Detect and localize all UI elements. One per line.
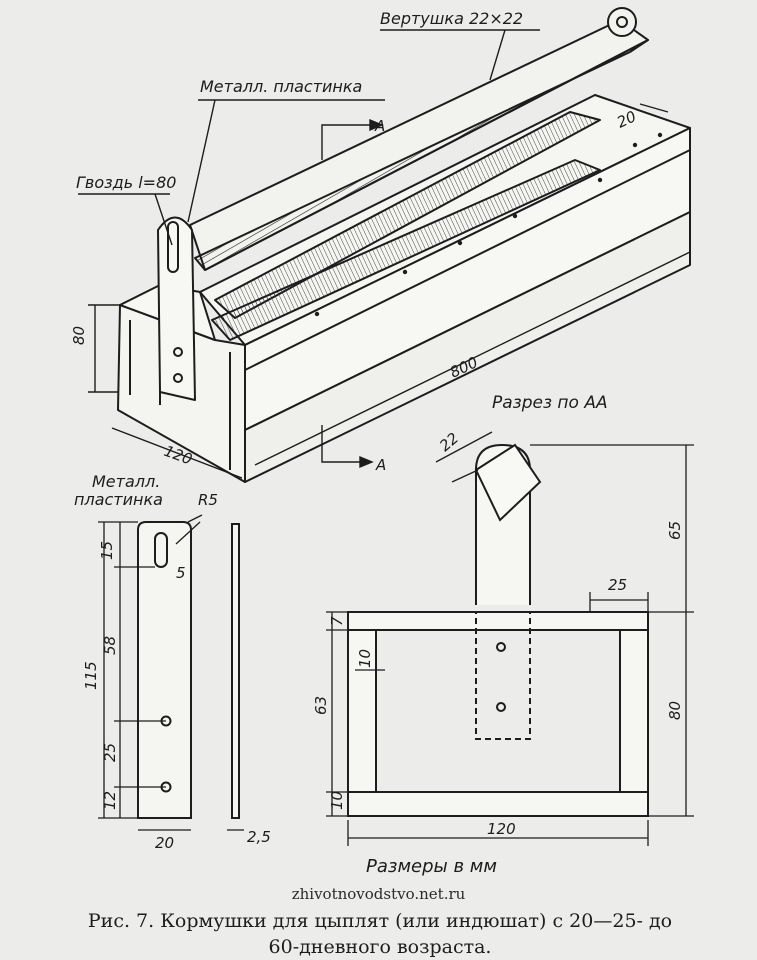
dim-radius: R5 [198,491,218,509]
dim-58: 58 [101,636,119,655]
dim-5: 5 [176,564,186,582]
dim-10-wall: 10 [356,649,374,668]
vertushka-label: Вертушка 22×22 [380,9,523,28]
dim-80-right: 80 [666,701,684,720]
dim-65: 65 [666,521,684,540]
caption-line1: Рис. 7. Кормушки для цыплят (или индюшат… [87,910,673,932]
dim-20-bottom: 20 [155,834,174,852]
dim-12: 12 [101,791,119,810]
section-dimension-lines [326,431,694,846]
watermark: zhivotnovodstvo.net.ru [291,885,466,903]
section-aa-detail [347,443,649,817]
dim-2-5: 2,5 [247,828,271,846]
dim-115: 115 [82,661,100,690]
iso-labels: Вертушка 22×22 Металл. пластинка Гвоздь … [70,9,639,474]
nail-label: Гвоздь l=80 [76,173,176,192]
iso-dimension-lines [78,29,691,479]
figure-caption: Рис. 7. Кормушки для цыплят (или индюшат… [30,908,730,960]
dim-22: 22 [436,429,462,455]
dim-15: 15 [98,541,116,560]
section-mark-bottom: A [375,456,386,474]
metal-plate-left-line2: пластинка [74,490,163,509]
section-title: Разрез по АА [492,393,608,413]
plate-labels: Металл. пластинка R5 15 5 115 58 25 12 2… [74,472,271,852]
section-mark-top: A [374,117,385,135]
dim-80-iso: 80 [70,326,88,345]
dim-7: 7 [328,616,346,626]
plate-dimension-lines [98,514,244,831]
dim-120-bottom: 120 [487,820,516,838]
dim-25-left: 25 [101,743,119,762]
metal-plate-top-label: Металл. пластинка [200,77,362,96]
dim-10-bottom: 10 [328,791,346,810]
dim-25-right: 25 [608,576,627,594]
metal-plate-left-line1: Металл. [92,472,160,491]
caption-line2: 60-дневного возраста. [268,936,492,958]
isometric-feeder [117,7,691,483]
units-label: Размеры в мм [366,856,497,877]
dim-63: 63 [312,696,330,715]
